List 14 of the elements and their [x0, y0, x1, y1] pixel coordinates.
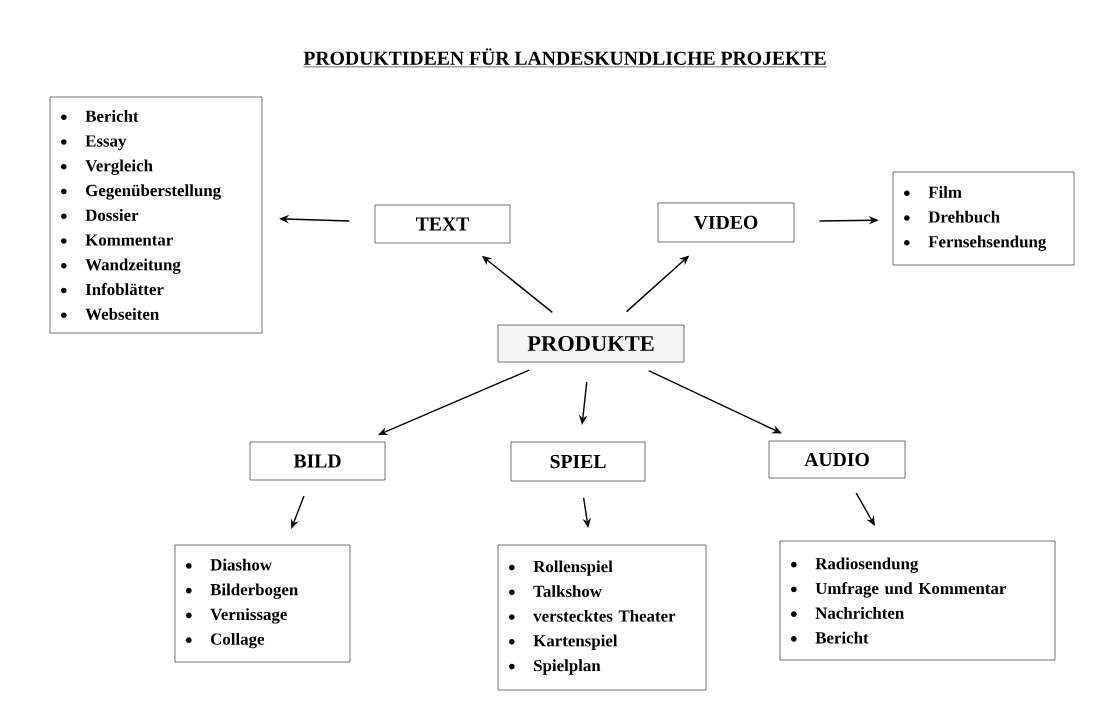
title: PRODUKTIDEEN FÜR LANDESKUNDLICHE PROJEKTE [303, 48, 827, 68]
central-box: PRODUKTE [497, 324, 685, 363]
category-box: VIDEO [657, 202, 795, 243]
category-box: AUDIO [768, 440, 906, 479]
arrow [290, 495, 305, 529]
arrow [647, 370, 782, 434]
bullet-list-box: Bericht Essay Vergleich Gegenüberstellung Dossier Kommentar Wandzeitung Infoblätter Webseiten [49, 96, 263, 334]
category-box: TEXT [374, 204, 511, 244]
category-box: SPIEL [510, 441, 646, 482]
bullet-list-box: Film Drehbuch Fernsehsendung [892, 171, 1075, 266]
bullet-list-box: Rollenspiel Talkshow verstecktes Theater Kartenspiel Spielplan [497, 544, 707, 691]
category-box: BILD [249, 441, 386, 481]
bullet-list-box: Diashow Bilderbogen Vernissage Collage [174, 544, 351, 663]
bullet-list-box: Radiosendung Umfrage und Kommentar Nachrichten Bericht [779, 540, 1056, 661]
